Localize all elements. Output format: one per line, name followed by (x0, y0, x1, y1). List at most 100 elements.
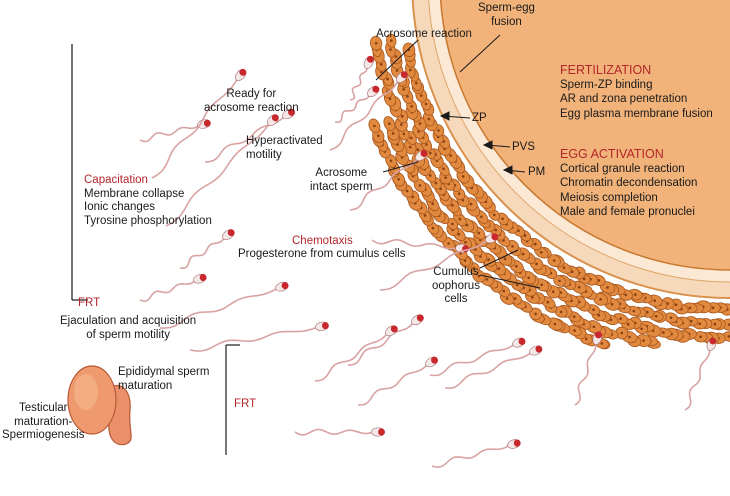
egg-activation-title: EGG ACTIVATION (560, 148, 697, 162)
sperm-tail (358, 364, 428, 405)
testicular-maturation-label: Testicular maturation- Spermiogenesis (2, 402, 84, 443)
cumulus-cell-nucleus (464, 241, 467, 244)
cumulus-cell-nucleus (553, 259, 556, 262)
sperm-tail (140, 125, 200, 142)
sperm-tail (140, 280, 196, 301)
hyperactivated-motility-label: Hyperactivated motility (246, 135, 323, 162)
capacitation-item: Tyrosine phosphorylation (84, 215, 212, 229)
cumulus-cell-nucleus (478, 232, 481, 235)
cumulus-cell-nucleus (373, 125, 376, 128)
cumulus-cell-nucleus (655, 315, 658, 318)
frt-lower-label: FRT (234, 398, 256, 412)
pm-label: PM (528, 166, 545, 180)
cumulus-cell-nucleus (429, 174, 432, 177)
cumulus-cell-nucleus (406, 190, 409, 193)
sperm-tail (348, 322, 414, 365)
cumulus-cell-nucleus (386, 78, 389, 81)
progesterone-label: Progesterone from cumulus cells (238, 248, 405, 262)
cumulus-cell-nucleus (503, 290, 506, 293)
cumulus-cell-nucleus (390, 160, 393, 163)
capacitation-title: Capacitation (84, 174, 212, 188)
cumulus-cell-nucleus (487, 258, 490, 261)
cumulus-cell-nucleus (535, 263, 538, 266)
cumulus-cell-nucleus (470, 203, 473, 206)
cumulus-cell-nucleus (409, 69, 412, 72)
cumulus-cell-nucleus (628, 336, 631, 339)
sperm-tail (190, 327, 318, 351)
cumulus-cell-nucleus (462, 175, 465, 178)
cumulus-cell-nucleus (585, 338, 588, 341)
cumulus-cell-nucleus (592, 308, 595, 311)
cumulus-cell-nucleus (504, 258, 507, 261)
cumulus-cell-nucleus (437, 129, 440, 132)
egg-activation-item: Cortical granule reaction (560, 162, 697, 177)
cumulus-cell-nucleus (527, 277, 530, 280)
sperm-acrosome (378, 428, 385, 435)
cumulus-cell-nucleus (611, 303, 614, 306)
fertilization-item: Egg plasma membrane fusion (560, 107, 713, 122)
cumulus-cell-nucleus (395, 55, 398, 58)
cumulus-cell-nucleus (621, 332, 624, 335)
cumulus-cell-nucleus (698, 322, 701, 325)
fertilization-item: AR and zona penetration (560, 92, 713, 107)
cumulus-cell-nucleus (578, 286, 581, 289)
cumulus-cell-nucleus (516, 284, 519, 287)
cumulus-cell-nucleus (431, 203, 434, 206)
sperm-tail (432, 445, 510, 467)
cumulus-cell-nucleus (573, 315, 576, 318)
cumulus-cell-nucleus (396, 69, 399, 72)
cumulus-cell-nucleus (627, 323, 630, 326)
cumulus-cell-nucleus (380, 63, 383, 66)
cumulus-cell-nucleus (432, 227, 435, 230)
cumulus-cell-nucleus (599, 298, 602, 301)
cumulus-cell-nucleus (419, 184, 422, 187)
cumulus-cell-nucleus (699, 336, 702, 339)
cumulus-cell-nucleus (511, 245, 514, 248)
acrosome-intact-sperm-label: Acrosome intact sperm (310, 167, 373, 194)
cumulus-cell-nucleus (560, 311, 563, 314)
cumulus-cell-nucleus (662, 331, 665, 334)
cumulus-cell-nucleus (714, 323, 717, 326)
cumulus-cell-nucleus (593, 326, 596, 329)
cumulus-cell-nucleus (424, 214, 427, 217)
cumulus-cell-nucleus (712, 307, 715, 310)
cumulus-cell-nucleus (400, 123, 403, 126)
sperm-egg-fusion-label: Sperm-egg fusion (478, 2, 535, 29)
sperm-tail (430, 344, 515, 376)
sperm-tail (685, 348, 710, 410)
cumulus-cell-nucleus (419, 122, 422, 125)
pvs-label: PVS (512, 141, 535, 155)
cumulus-cell-nucleus (444, 176, 447, 179)
acrosome-reaction-label: Acrosome reaction (376, 28, 472, 42)
cumulus-cell-nucleus (624, 294, 627, 297)
capacitation-item: Membrane collapse (84, 188, 212, 202)
cumulus-cell-nucleus (498, 267, 501, 270)
ready-for-acrosome-reaction-label: Ready for acrosome reaction (204, 88, 299, 115)
cumulus-cell-nucleus (486, 278, 489, 281)
cumulus-cell-nucleus (606, 286, 609, 289)
cumulus-cell-nucleus (375, 42, 378, 45)
cumulus-cell-nucleus (540, 284, 543, 287)
cumulus-cell-nucleus (558, 280, 561, 283)
cumulus-cell-nucleus (501, 218, 504, 221)
cumulus-cell-nucleus (554, 323, 557, 326)
cumulus-cell-nucleus (634, 293, 637, 296)
cumulus-oophorus-cells-label: Cumulus oophorus cells (432, 266, 480, 307)
cumulus-cell-nucleus (410, 105, 413, 108)
cumulus-cell-nucleus (425, 103, 428, 106)
chemotaxis-label: Chemotaxis (292, 235, 353, 249)
sperm-tail (295, 429, 374, 435)
cumulus-cell-nucleus (458, 193, 461, 196)
cumulus-cell-nucleus (388, 122, 391, 125)
cumulus-cell-nucleus (573, 329, 576, 332)
egg-activation-block: EGG ACTIVATION Cortical granule reaction… (560, 148, 697, 220)
cumulus-cell-nucleus (451, 204, 454, 207)
cumulus-cell-nucleus (670, 317, 673, 320)
cumulus-cell-nucleus (522, 253, 525, 256)
cumulus-cell-nucleus (515, 265, 518, 268)
cumulus-cell-nucleus (534, 243, 537, 246)
cumulus-cell-nucleus (442, 168, 445, 171)
cumulus-cell-nucleus (493, 214, 496, 217)
cumulus-cell-nucleus (640, 328, 643, 331)
